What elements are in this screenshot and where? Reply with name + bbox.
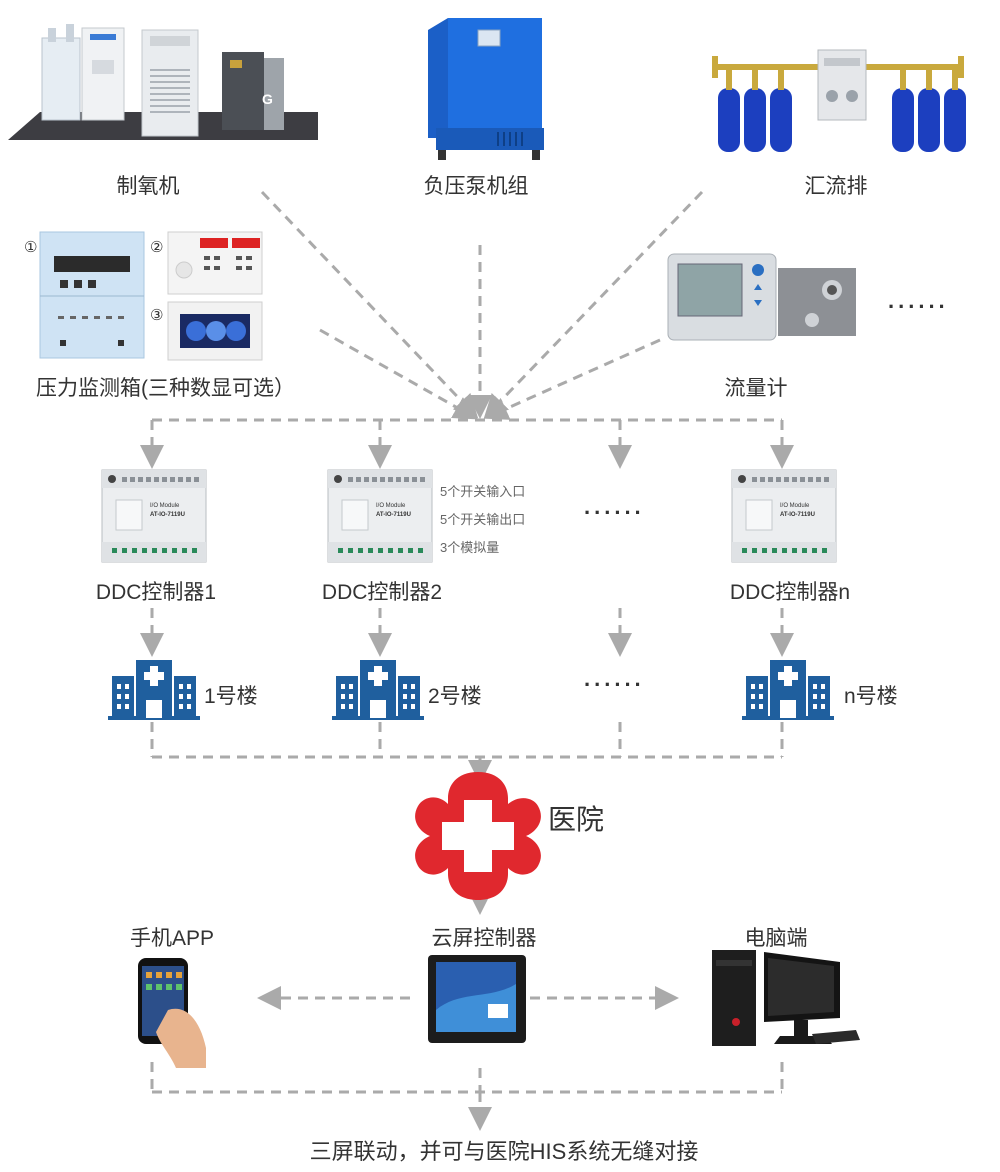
line-flowmeter — [483, 338, 661, 420]
spec-switch-outputs: 5个开关输出口 — [440, 512, 526, 527]
module-label-1: I/O Module — [150, 503, 180, 509]
line-manifold — [483, 190, 704, 419]
module-model-1: AT-IO-7119U — [150, 512, 185, 518]
more-buildings-ellipsis: ...... — [584, 666, 645, 691]
module-model-2: AT-IO-7119U — [376, 512, 411, 518]
option-number-2: ② — [150, 239, 164, 256]
more-controllers-ellipsis: ...... — [584, 494, 645, 519]
module-label-n: I/O Module — [780, 503, 810, 509]
label-building-n: n号楼 — [844, 685, 898, 708]
label-building-1: 1号楼 — [204, 685, 258, 708]
label-pc-client: 电脑端 — [744, 927, 808, 950]
label-flowmeter: 流量计 — [724, 377, 788, 400]
label-vacuum-pump: 负压泵机组 — [423, 175, 529, 198]
spec-analog-inputs: 3个模拟量 — [440, 540, 500, 555]
label-manifold: 汇流排 — [804, 175, 868, 198]
module-label-2: I/O Module — [376, 503, 406, 509]
label-ddc-controller-2: DDC控制器2 — [321, 581, 443, 604]
footer-caption: 三屏联动，并可与医院HIS系统无缝对接 — [309, 1139, 699, 1164]
label-building-2: 2号楼 — [428, 685, 482, 708]
spec-switch-inputs: 5个开关输入口 — [440, 484, 526, 499]
module-model-n: AT-IO-7119U — [780, 512, 815, 518]
line-pressure — [319, 328, 478, 420]
label-ddc-controller-1: DDC控制器1 — [95, 581, 217, 604]
label-pressure-monitor-box: 压力监测箱(三种数显可选） — [36, 377, 295, 400]
more-sources-ellipsis: ...... — [888, 288, 949, 313]
option-number-3: ③ — [150, 307, 164, 324]
label-ddc-controller-n: DDC控制器n — [729, 581, 851, 604]
label-phone-app: 手机APP — [129, 927, 215, 950]
label-cloud-screen-controller: 云屏控制器 — [431, 927, 537, 950]
option-number-1: ① — [24, 239, 38, 256]
label-oxygen-generator: 制氧机 — [116, 175, 180, 198]
label-hospital: 医院 — [548, 804, 605, 835]
